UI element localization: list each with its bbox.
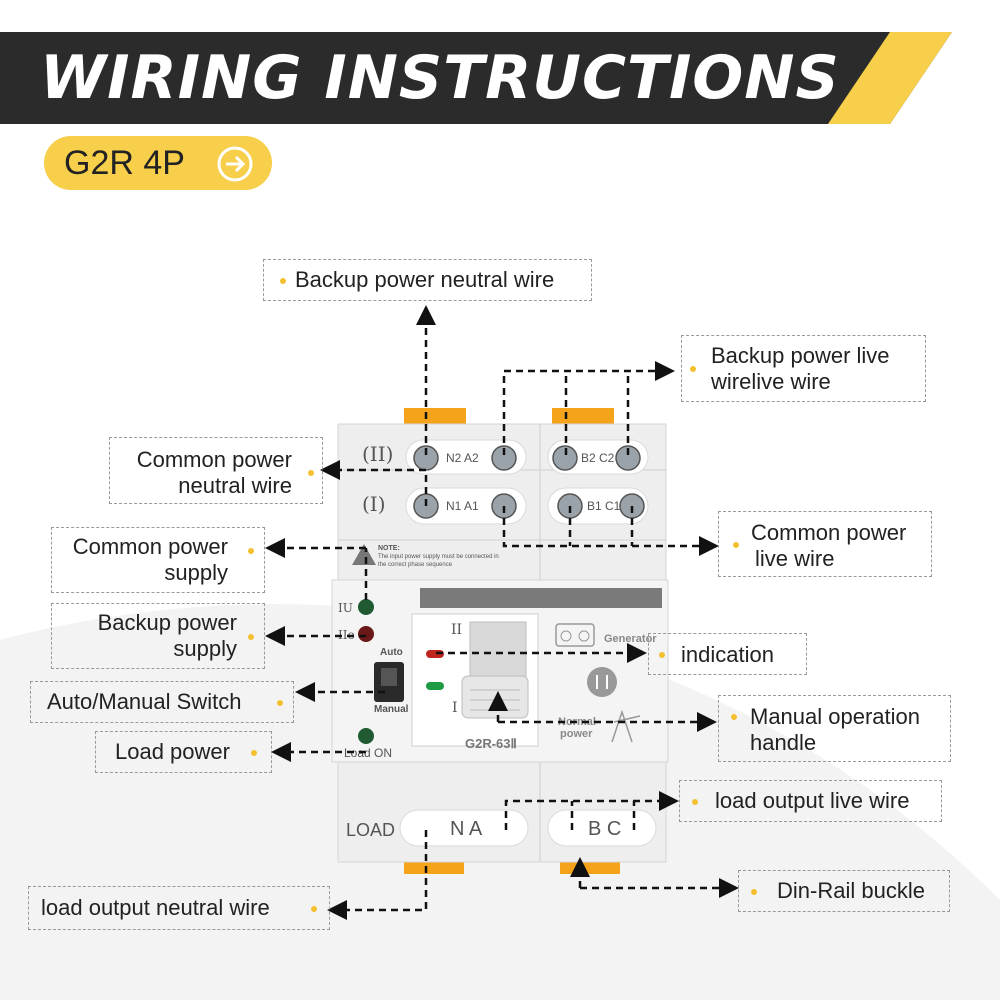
label-auto-manual-switch: Auto/Manual Switch <box>30 681 294 723</box>
device-auto-label: Auto <box>380 647 403 658</box>
label-common-neutral: Common power neutral wire <box>109 437 323 504</box>
label-backup-supply: Backup power supply <box>51 603 265 669</box>
label-backup-neutral: Backup power neutral wire <box>263 259 592 301</box>
device-led-iie: IIe <box>338 628 355 642</box>
device-window-bottom: I <box>452 700 458 716</box>
label-manual-handle: Manual operation handle <box>718 695 951 762</box>
label-indication: indication <box>648 633 807 675</box>
label-load-power: Load power <box>95 731 272 773</box>
device-note-title: NOTE: <box>378 545 400 552</box>
device-generator-label: Generator <box>604 633 657 645</box>
device-load-label: LOAD <box>346 820 396 840</box>
device-power-label: power <box>560 728 593 740</box>
header-banner <box>0 32 952 124</box>
device-row2-terminals: N2 A2 <box>446 451 479 465</box>
device-load-na: N A <box>450 818 483 840</box>
arrow-right-circle-icon <box>217 146 253 182</box>
device-row1-roman: (I) <box>362 492 386 516</box>
device-row2-roman: (II) <box>362 442 394 466</box>
device-row1-terminals: N1 A1 <box>446 499 479 513</box>
device-window-top: II <box>451 622 463 638</box>
device-load-bc: B C <box>588 818 622 840</box>
device-note-line2: the correct phase sequence <box>378 562 453 568</box>
device-led-iu: IU <box>338 601 353 615</box>
device-row1-terminals-right: B1 C1 <box>587 499 621 513</box>
model-badge-label: G2R 4P <box>64 144 185 182</box>
label-din-rail: Din-Rail buckle <box>738 870 950 912</box>
device-note-line1: The input power supply must be connected… <box>378 554 499 560</box>
device-manual-label: Manual <box>374 704 409 715</box>
label-load-live: load output live wire <box>679 780 942 822</box>
label-common-live: Common power live wire <box>718 511 932 577</box>
device-model-code: G2R-63Ⅱ <box>465 736 517 751</box>
device-row2-terminals-right: B2 C2 <box>581 451 615 465</box>
label-load-neutral: load output neutral wire <box>28 886 330 930</box>
device-load-on: Load ON <box>344 746 393 760</box>
page-title: WIRING INSTRUCTIONS <box>40 43 840 113</box>
label-backup-live: Backup power live wirelive wire <box>681 335 926 402</box>
label-common-supply: Common power supply <box>51 527 265 593</box>
